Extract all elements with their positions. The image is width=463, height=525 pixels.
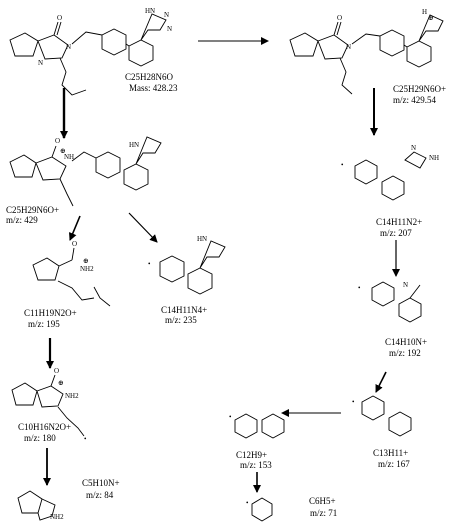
structure-429: O NH ⊕ HN (9, 136, 162, 207)
arrow-429-to-195 (69, 215, 81, 241)
structure-protonated: O N H ⊕ (289, 8, 444, 95)
mass-71: m/z: 71 (310, 508, 337, 518)
mass-429: m/z: 429 (6, 215, 38, 225)
radical-dot: • (229, 413, 232, 421)
charge-plus: ⊕ (58, 379, 64, 387)
mass-235: m/z: 235 (165, 315, 197, 325)
atom-n: N (164, 11, 169, 19)
mass-195: m/z: 195 (28, 319, 60, 329)
atom-n: N (346, 43, 351, 51)
formula-192: C14H10N+ (385, 337, 427, 347)
structure-235: • HN (148, 235, 226, 295)
mass-207: m/z: 207 (380, 228, 412, 238)
radical-dot: • (84, 435, 87, 443)
mass-84: m/z: 84 (86, 490, 114, 500)
charge-plus: ⊕ (60, 147, 66, 155)
formula-207: C14H11N2+ (376, 217, 422, 227)
formula-153: C12H9+ (236, 450, 267, 460)
formula-429: C25H29N6O+ (6, 205, 59, 215)
structure-192: • N (358, 281, 422, 323)
atom-nh2: NH2 (65, 392, 79, 400)
atom-n: N (403, 281, 408, 289)
atom-o: O (55, 137, 60, 145)
mass-180: m/z: 180 (24, 433, 56, 443)
atom-n: N (38, 59, 43, 67)
formula-protonated: C25H29N6O+ (393, 84, 446, 94)
arrow-429-to-235 (128, 212, 158, 243)
structure-71: • (246, 497, 273, 522)
structure-153: • (229, 413, 285, 439)
atom-nh: NH (64, 153, 74, 161)
atom-nh: NH (429, 154, 439, 162)
formula-235: C14H11N4+ (161, 305, 207, 315)
radical-dot: • (148, 260, 151, 268)
charge-plus: ⊕ (83, 257, 89, 265)
structure-parent: O N N HN N N (9, 7, 172, 96)
atom-nh2: NH2 (80, 265, 94, 273)
mass-protonated: m/z: 429.54 (393, 95, 436, 105)
formula-180: C10H16N2O+ (18, 422, 71, 432)
atom-n: N (66, 43, 71, 51)
radical-dot: • (352, 398, 355, 406)
reaction-arrows (43, 37, 400, 493)
atom-h: H (422, 8, 427, 16)
atom-o: O (72, 240, 77, 248)
atom-o: O (337, 14, 342, 22)
formula-84: C5H10N+ (82, 478, 120, 488)
radical-dot: • (246, 499, 249, 507)
atom-hn: HN (129, 141, 139, 149)
atom-n: N (411, 144, 416, 152)
mass-192: m/z: 192 (389, 348, 421, 358)
formula-parent: C25H28N6O (125, 72, 174, 82)
atom-o: O (57, 14, 62, 22)
formula-195: C11H19N2O+ (24, 308, 77, 318)
radical-dot: • (358, 284, 361, 292)
mass-167: m/z: 167 (378, 459, 410, 469)
atom-o: O (54, 367, 59, 375)
atom-n: N (167, 25, 172, 33)
charge-plus: ⊕ (428, 14, 434, 22)
structure-207: • N NH (341, 144, 439, 201)
atom-hn: HN (197, 235, 207, 243)
mass-parent: Mass: 428.23 (129, 83, 178, 93)
structure-167: • (352, 395, 412, 437)
radical-dot: • (341, 161, 344, 169)
formula-167: C13H11+ (373, 448, 408, 458)
atom-hn: HN (145, 7, 155, 15)
atom-nh2: NH2 (50, 513, 64, 521)
structure-84: NH2 (17, 490, 64, 521)
structure-180: O NH2 ⊕ • (11, 367, 87, 443)
structure-195: O NH2 ⊕ (32, 240, 111, 307)
formula-71: C6H5+ (309, 496, 336, 506)
arrow-192-to-167 (375, 371, 387, 393)
mass-153: m/z: 153 (240, 460, 272, 470)
